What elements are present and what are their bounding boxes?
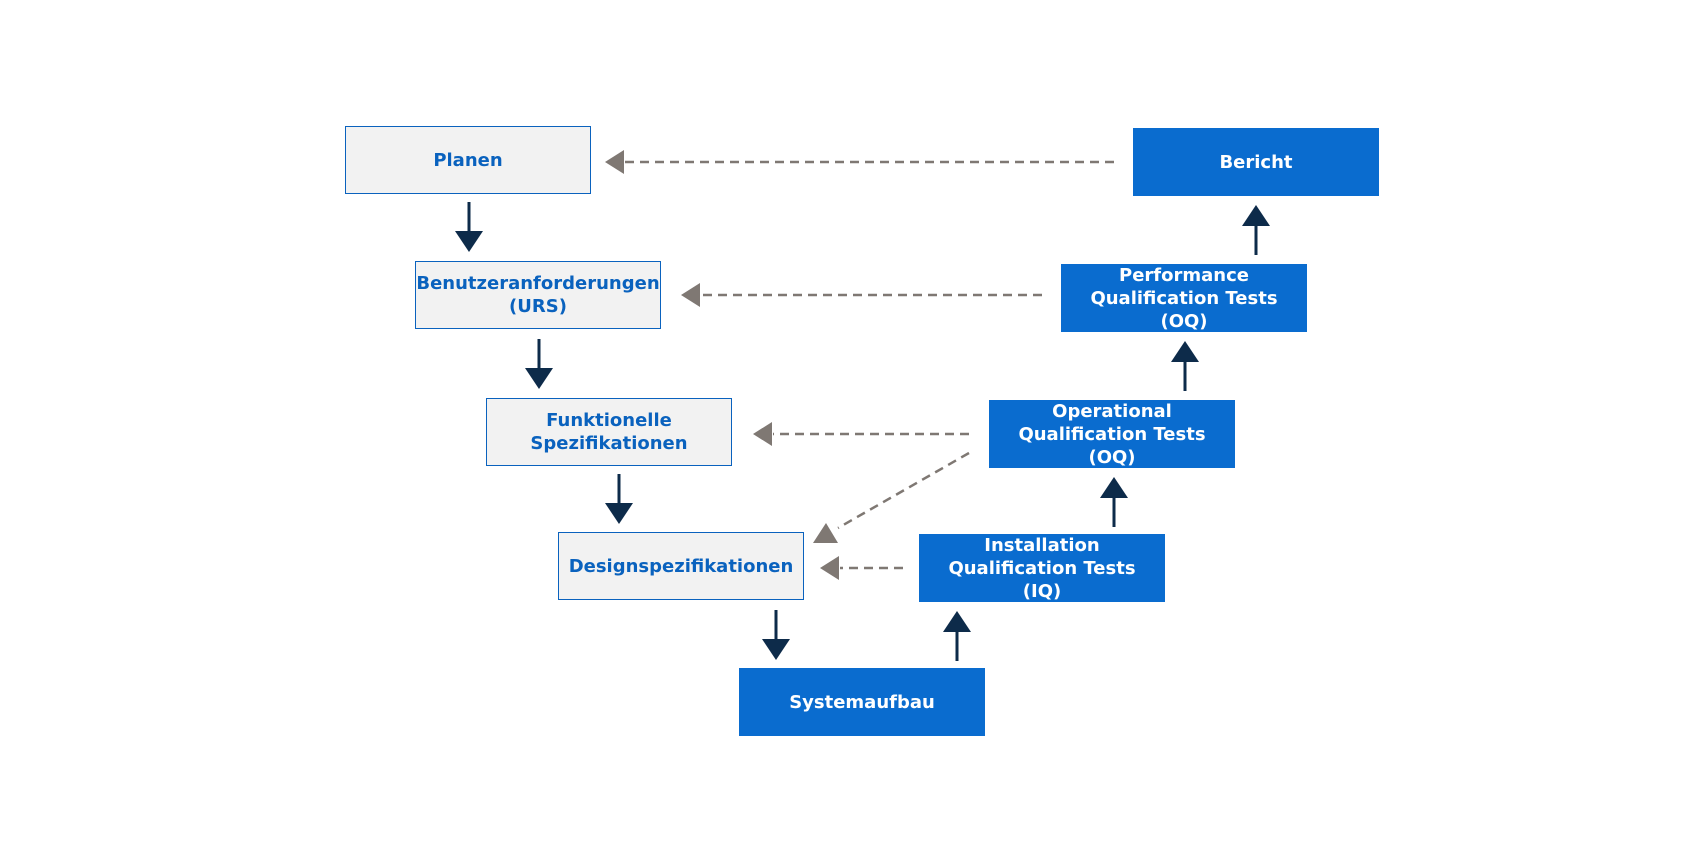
node-funktionelle-spezifikationen-label: Funktionelle Spezifikationen — [530, 410, 688, 454]
node-bericht-label: Bericht — [1219, 151, 1293, 173]
node-installation-qualification-label: Installation Qualification Tests (IQ) — [948, 534, 1136, 602]
dashed-arrow-iq-to-design — [820, 556, 903, 580]
node-designspezifikationen: Designspezifikationen — [558, 532, 804, 600]
node-designspezifikationen-label: Designspezifikationen — [568, 555, 794, 577]
verification-arrows — [605, 150, 1114, 580]
dashed-arrow-bericht-to-planen — [605, 150, 1114, 174]
node-operational-qualification-label: Operational Qualification Tests (OQ) — [1018, 400, 1206, 468]
arrow-urs-to-funktionelle — [525, 339, 553, 389]
node-performance-qualification-label: Performance Qualification Tests (OQ) — [1090, 264, 1278, 332]
arrow-design-to-systemaufbau — [762, 610, 790, 660]
arrow-systemaufbau-to-iq — [943, 611, 971, 661]
node-planen: Planen — [345, 126, 591, 194]
dashed-arrow-oq-to-design — [813, 451, 970, 543]
arrow-oq-to-pq — [1171, 341, 1199, 391]
node-performance-qualification: Performance Qualification Tests (OQ) — [1061, 264, 1307, 332]
flow-arrows-up — [943, 205, 1270, 661]
node-bericht: Bericht — [1133, 128, 1379, 196]
dashed-arrow-oq-to-funktionelle — [753, 422, 969, 446]
arrow-iq-to-oq — [1100, 477, 1128, 527]
arrow-planen-to-urs — [455, 202, 483, 252]
node-systemaufbau-label: Systemaufbau — [789, 691, 935, 713]
node-benutzeranforderungen: Benutzeranforderungen (URS) — [415, 261, 661, 329]
dashed-arrow-pq-to-urs — [681, 283, 1042, 307]
node-benutzeranforderungen-label: Benutzeranforderungen (URS) — [416, 273, 660, 317]
flow-arrows-down — [455, 202, 790, 660]
node-systemaufbau: Systemaufbau — [739, 668, 985, 736]
arrow-funktionelle-to-design — [605, 474, 633, 524]
node-operational-qualification: Operational Qualification Tests (OQ) — [989, 400, 1235, 468]
node-planen-label: Planen — [433, 149, 503, 171]
node-funktionelle-spezifikationen: Funktionelle Spezifikationen — [486, 398, 732, 466]
arrow-pq-to-bericht — [1242, 205, 1270, 255]
node-installation-qualification: Installation Qualification Tests (IQ) — [919, 534, 1165, 602]
